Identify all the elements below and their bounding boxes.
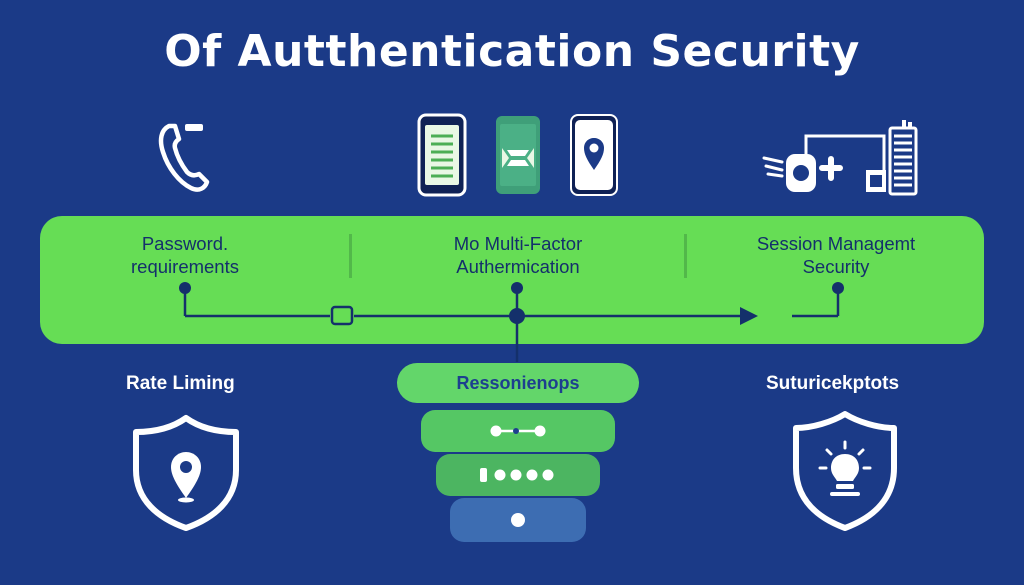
- connector-icon: [490, 425, 546, 437]
- phone-icon: [158, 123, 210, 192]
- connector-node-password: [179, 282, 191, 294]
- stack-row-connector: [421, 410, 615, 452]
- band-item-password-line1: Password.: [141, 233, 229, 254]
- phone-mail-icon: [494, 114, 542, 196]
- flow-connectors: [179, 282, 844, 362]
- dot-icon: [511, 513, 525, 527]
- shield-location-icon: [133, 415, 239, 531]
- rate-limiting-label: Rate Liming: [126, 373, 235, 394]
- security-key-icon: [762, 120, 918, 196]
- connector-box: [330, 305, 354, 326]
- stack-row-dot: [450, 498, 586, 542]
- flow-band: Password. requirements Mo Multi-Factor A…: [40, 216, 984, 362]
- connector-arrow: [740, 307, 758, 325]
- band-item-session-line2: Security: [802, 256, 870, 277]
- connector-node-mfa: [511, 282, 523, 294]
- phone-location-icon: [570, 114, 618, 196]
- stack-top-label: Ressonienops: [456, 372, 580, 393]
- band-item-mfa: Mo Multi-Factor Authermication: [428, 232, 608, 278]
- dots-icon: [480, 468, 554, 482]
- band-item-mfa-line1: Mo Multi-Factor: [453, 233, 583, 254]
- phone-document-icon: [417, 113, 467, 197]
- band-item-mfa-line2: Authermication: [456, 256, 580, 277]
- stack-row-dots: [436, 454, 600, 496]
- page-title: Of Autthentication Security: [164, 26, 860, 77]
- band-item-session: Session Managemt Security: [736, 232, 936, 278]
- band-divider-left: [349, 234, 352, 278]
- band-item-password: Password. requirements: [110, 232, 260, 278]
- security-right-label: Suturicekptots: [766, 373, 900, 394]
- connector-node-session: [832, 282, 844, 294]
- shield-lightbulb-icon: [793, 411, 897, 531]
- band-item-session-line1: Session Managemt: [756, 233, 916, 254]
- stack-top-pill: Ressonienops: [397, 363, 639, 403]
- connector-node-center: [509, 308, 525, 324]
- band-item-password-line2: requirements: [131, 256, 239, 277]
- band-divider-right: [684, 234, 687, 278]
